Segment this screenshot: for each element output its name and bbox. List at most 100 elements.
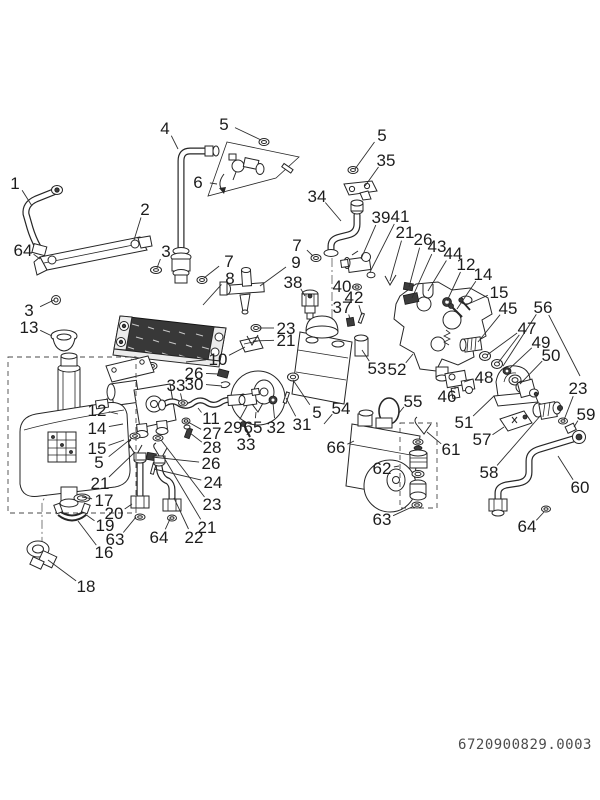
callout-23: 23 <box>203 495 222 514</box>
part-pin-42 <box>357 312 366 324</box>
part-fitting-29-65 <box>238 387 264 413</box>
callout-33: 33 <box>167 376 186 395</box>
part-clip-44 <box>422 284 434 299</box>
callout-21: 21 <box>396 223 415 242</box>
callout-37: 37 <box>333 298 352 317</box>
leader-line <box>465 294 488 306</box>
callout-31: 31 <box>293 415 312 434</box>
part-oring-40 <box>352 283 362 291</box>
leader-line <box>285 397 297 417</box>
callout-6: 6 <box>193 173 202 192</box>
callout-54: 54 <box>332 399 351 418</box>
callout-32: 32 <box>267 418 286 437</box>
leader-line <box>563 396 574 421</box>
leader-lines <box>21 127 581 582</box>
callout-57: 57 <box>473 430 492 449</box>
part-pipe-20 <box>130 452 150 521</box>
leader-line <box>292 379 311 406</box>
leader-line <box>300 288 306 297</box>
callout-64: 64 <box>518 517 537 536</box>
leader-line <box>197 407 202 413</box>
leader-line <box>108 423 124 428</box>
part-fitting-58 <box>532 401 564 420</box>
callout-61: 61 <box>442 440 461 459</box>
callout-56: 56 <box>534 298 553 317</box>
leader-line <box>173 497 189 530</box>
part-sensor-43 <box>402 292 420 305</box>
part-valve-46-48 <box>444 369 476 400</box>
callout-7: 7 <box>224 252 233 271</box>
callout-65: 65 <box>244 418 263 437</box>
leader-line <box>507 347 533 371</box>
leader-line <box>164 518 171 530</box>
callout-63: 63 <box>106 530 125 549</box>
part-clip-21b <box>246 334 259 346</box>
leader-line <box>153 468 202 481</box>
part-washers-47 <box>479 351 503 369</box>
leader-line <box>259 266 287 287</box>
leader-line <box>254 411 257 419</box>
leader-line <box>492 426 505 436</box>
callout-63: 63 <box>373 510 392 529</box>
part-clamp-19-16 <box>53 502 91 522</box>
centerline-dashdot <box>41 258 333 560</box>
part-pump-upper <box>230 315 353 426</box>
callout-3: 3 <box>24 301 33 320</box>
callout-7: 7 <box>292 236 301 255</box>
leader-line <box>477 314 501 343</box>
callout-46: 46 <box>438 387 457 406</box>
callout-22: 22 <box>185 528 204 547</box>
callout-64: 64 <box>150 528 169 547</box>
callout-42: 42 <box>345 288 364 307</box>
part-expansion-tank <box>19 352 131 508</box>
leader-line <box>393 465 400 468</box>
leader-line <box>108 451 136 478</box>
part-oring-33a <box>178 399 188 407</box>
leader-line <box>348 314 351 320</box>
leader-line <box>84 513 95 522</box>
leader-line <box>535 511 545 521</box>
callout-53: 53 <box>368 359 387 378</box>
callout-26: 26 <box>185 364 204 383</box>
part-tee-9 <box>219 267 265 315</box>
leader-line <box>323 413 333 425</box>
leader-line <box>463 378 473 383</box>
leader-line <box>426 431 442 445</box>
part-clip-57 <box>499 410 533 432</box>
leader-line <box>108 437 133 458</box>
leader-line <box>108 439 125 446</box>
leader-line <box>324 202 342 222</box>
leader-line <box>124 503 133 510</box>
part-cartridge-53 <box>354 334 369 357</box>
leader-line <box>180 393 183 401</box>
leader-line <box>228 346 246 356</box>
part-plug-26b <box>216 368 230 379</box>
leader-line <box>557 455 574 480</box>
leader-line <box>209 182 218 185</box>
callout-2: 2 <box>140 200 149 219</box>
part-washer-27 <box>181 417 191 425</box>
leader-line <box>392 506 413 517</box>
part-mounting-rail-2 <box>33 235 153 276</box>
part-heat-exchanger-8 <box>112 315 227 368</box>
leader-line <box>187 421 202 430</box>
part-sensor-39-41 <box>340 250 376 279</box>
callout-64: 64 <box>14 241 33 260</box>
leader-line <box>77 520 97 546</box>
leader-line <box>389 240 402 282</box>
callout-10: 10 <box>209 350 228 369</box>
leader-line <box>446 271 461 302</box>
leader-line <box>496 414 542 466</box>
part-drawings <box>7 138 586 570</box>
part-pipe-22 <box>153 455 182 522</box>
leader-line <box>272 402 275 419</box>
callout-45: 45 <box>499 299 518 318</box>
callout-29: 29 <box>224 418 243 437</box>
callout-60: 60 <box>571 478 590 497</box>
callout-26: 26 <box>202 454 221 473</box>
leader-line <box>306 249 314 257</box>
callout-15: 15 <box>88 439 107 458</box>
leader-line <box>427 260 447 292</box>
callout-12: 12 <box>88 401 107 420</box>
part-plug-37 <box>345 316 356 327</box>
